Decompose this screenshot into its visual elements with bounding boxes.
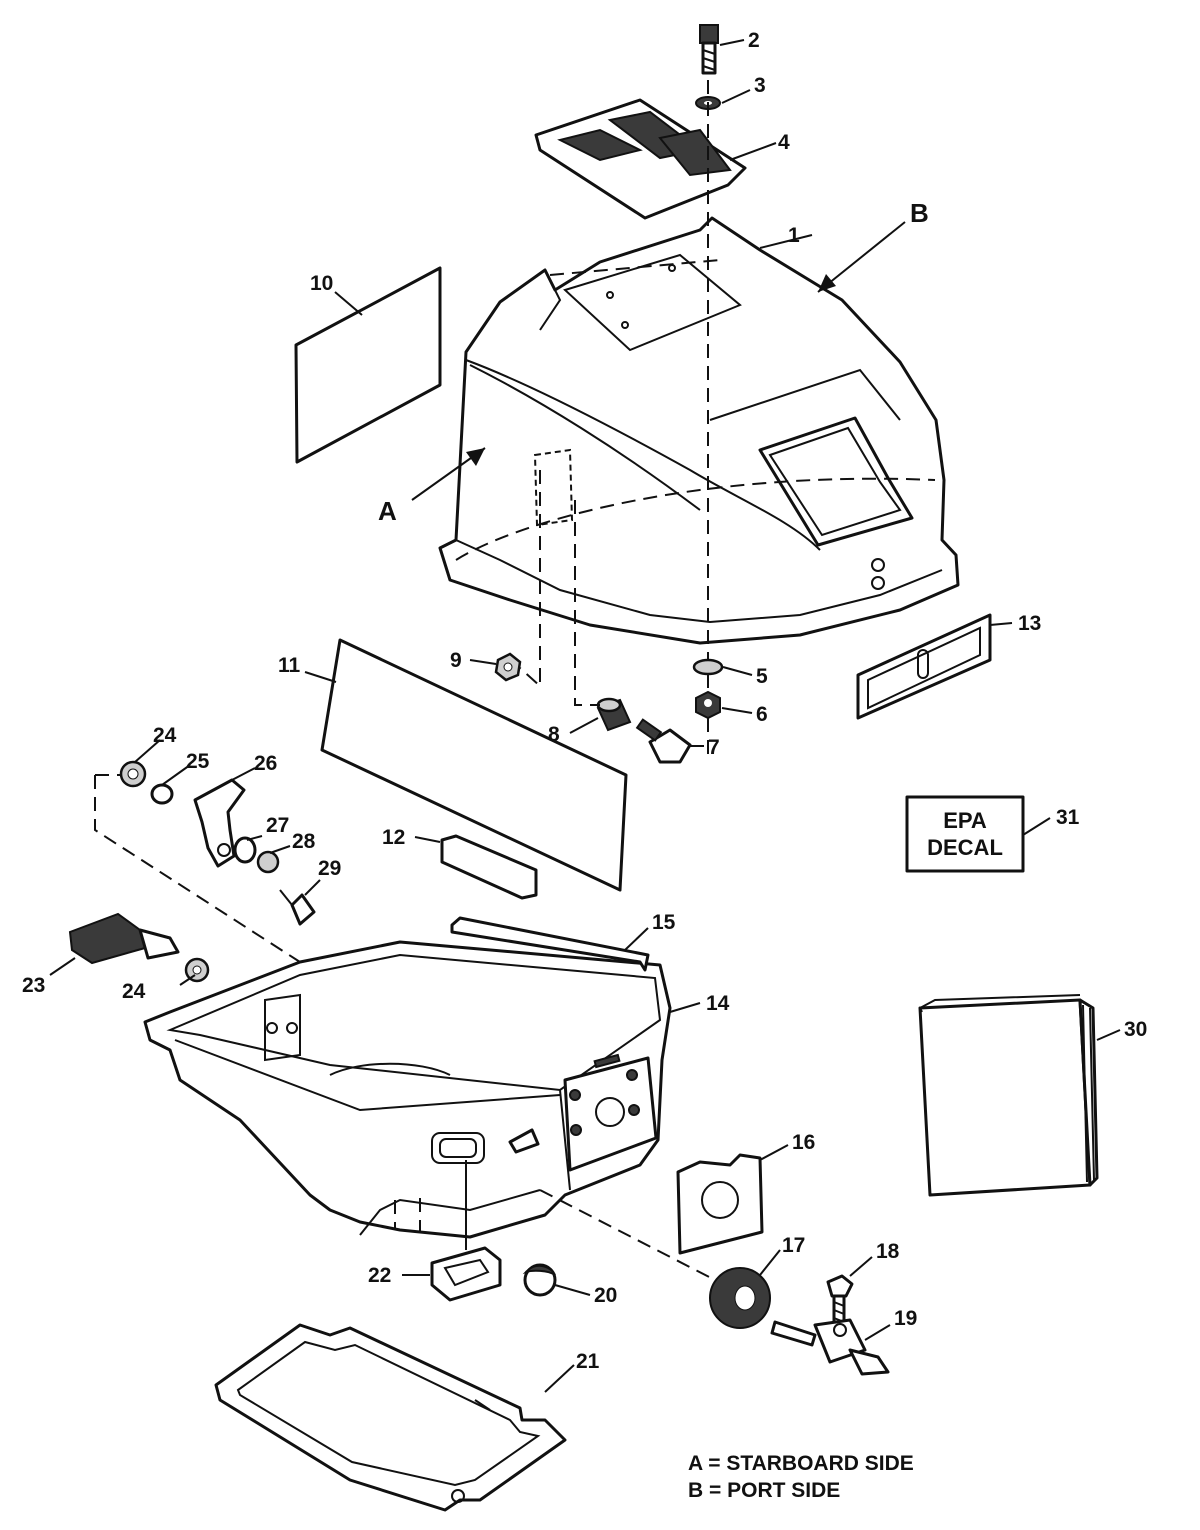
washer-28 [256, 850, 280, 874]
epa-decal-31: EPA DECAL [905, 795, 1025, 873]
callout-24-top: 24 [153, 724, 177, 747]
nut-9 [494, 652, 522, 682]
legend: A = STARBOARD SIDE B = PORT SIDE [688, 1452, 914, 1502]
grommet-22 [430, 1246, 502, 1302]
callout-31: 31 [1056, 806, 1080, 829]
decal-12 [440, 834, 538, 900]
callout-13: 13 [1018, 612, 1041, 635]
callout-8: 8 [548, 723, 560, 746]
callout-26: 26 [254, 752, 277, 775]
decal-10 [294, 266, 442, 464]
bushing-8 [596, 697, 632, 732]
callout-2: 2 [748, 29, 760, 52]
gasket-21 [214, 1323, 567, 1512]
washer-25 [150, 783, 174, 805]
view-arrow-a: A [378, 447, 486, 526]
callout-29: 29 [318, 857, 341, 880]
legend-line-a: A = STARBOARD SIDE [688, 1452, 914, 1475]
dash-9 [519, 470, 541, 689]
callout-30: 30 [1124, 1018, 1147, 1041]
seal-15 [450, 916, 650, 972]
plug-20 [522, 1263, 557, 1297]
callout-21: 21 [576, 1350, 600, 1373]
callout-16: 16 [792, 1131, 815, 1154]
leader-lines [49, 39, 1121, 1393]
grommet-17 [709, 1267, 771, 1329]
callout-12: 12 [382, 826, 405, 849]
callout-5: 5 [756, 665, 768, 688]
epa-decal-line1: EPA [943, 808, 987, 833]
dash-17 [539, 1189, 716, 1281]
callout-3: 3 [754, 74, 766, 97]
callout-11: 11 [278, 654, 301, 677]
callout-27: 27 [266, 814, 289, 837]
callout-9: 9 [450, 649, 462, 672]
callout-7: 7 [708, 736, 720, 759]
view-arrow-b: B [817, 198, 929, 293]
callout-28: 28 [292, 830, 316, 853]
nut-6 [695, 690, 721, 720]
latch-dash [94, 775, 301, 963]
callout-6: 6 [756, 703, 768, 726]
callout-15: 15 [652, 911, 676, 934]
callout-4: 4 [778, 131, 790, 154]
clip-24-top [119, 760, 147, 788]
plate-dash [549, 259, 721, 276]
screw-18 [826, 1274, 854, 1326]
latch-lever-26 [193, 778, 246, 868]
callout-20: 20 [594, 1284, 617, 1307]
callout-24-bottom: 24 [122, 980, 146, 1003]
grommet-16 [676, 1153, 764, 1255]
screw-2 [699, 24, 719, 75]
callout-14: 14 [706, 992, 730, 1015]
decal-13 [856, 613, 992, 720]
screw-7 [635, 718, 692, 764]
bottom-cowl [143, 940, 672, 1239]
washer-27 [233, 836, 257, 864]
epa-decal-line2: DECAL [927, 835, 1003, 860]
legend-line-b: B = PORT SIDE [688, 1479, 840, 1502]
callout-23: 23 [22, 974, 45, 997]
callout-1: 1 [788, 224, 800, 247]
callout-18: 18 [876, 1240, 900, 1263]
connector-19 [770, 1318, 890, 1376]
view-label-b: B [910, 198, 929, 228]
callout-19: 19 [894, 1307, 917, 1330]
decal-11 [320, 638, 628, 892]
cover-plate [534, 98, 747, 220]
callout-17: 17 [782, 1234, 805, 1257]
callout-25: 25 [186, 750, 210, 773]
dash-8 [574, 500, 600, 706]
handle-23 [68, 912, 180, 965]
callout-10: 10 [310, 272, 333, 295]
clip-24-bottom [184, 957, 210, 983]
washer-5 [692, 658, 724, 676]
top-cowl [438, 216, 960, 645]
callout-22: 22 [368, 1264, 391, 1287]
view-label-a: A [378, 496, 397, 526]
owners-manual-30 [918, 994, 1099, 1197]
screw-29 [279, 889, 316, 926]
callout-numbers: 1 2 3 4 5 6 7 8 9 10 11 12 13 14 15 16 1… [22, 29, 1147, 1373]
